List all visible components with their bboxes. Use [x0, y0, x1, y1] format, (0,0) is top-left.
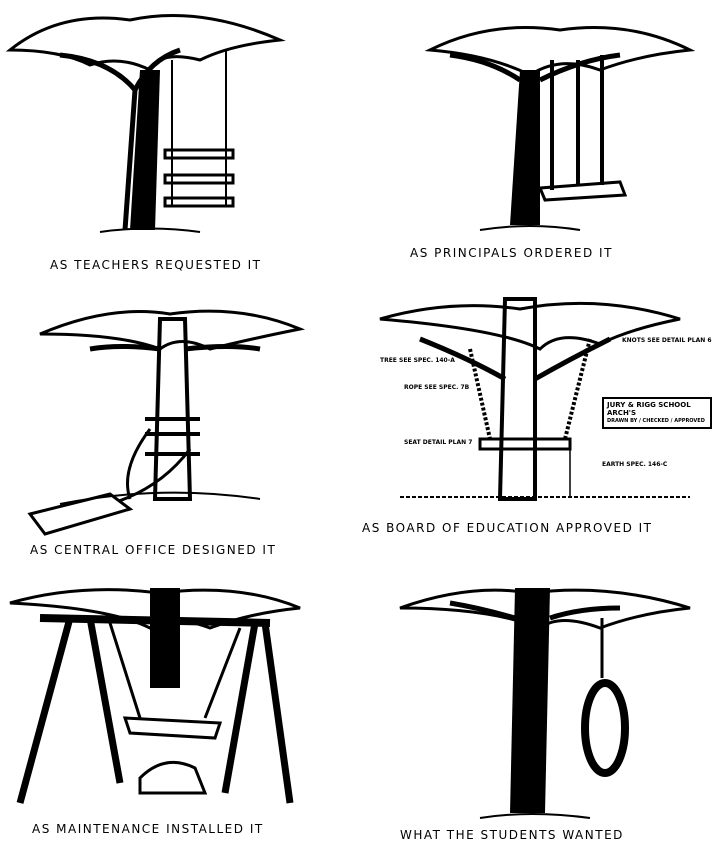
- panel-principals: AS PRINCIPALS ORDERED IT: [360, 0, 720, 289]
- label-tree: TREE SEE SPEC. 140-A: [380, 357, 455, 364]
- panel-board-of-education: TREE SEE SPEC. 140-A ROPE SEE SPEC. 7B K…: [360, 289, 720, 578]
- tree-swing-drawing-teachers: [5, 14, 286, 233]
- label-rope: ROPE SEE SPEC. 7B: [404, 384, 470, 391]
- panel-students: WHAT THE STUDENTS WANTED: [360, 578, 720, 867]
- title-block: JURY & RIGG SCHOOL ARCH'S DRAWN BY / CHE…: [602, 397, 712, 429]
- title-block-firm: JURY & RIGG SCHOOL ARCH'S: [607, 401, 691, 417]
- caption: AS BOARD OF EDUCATION APPROVED IT: [362, 521, 653, 535]
- caption: AS TEACHERS REQUESTED IT: [50, 258, 262, 272]
- caption: AS PRINCIPALS ORDERED IT: [410, 246, 613, 260]
- label-seat: SEAT DETAIL PLAN 7: [404, 439, 473, 446]
- title-block-rows: DRAWN BY / CHECKED / APPROVED: [607, 418, 705, 424]
- caption: AS MAINTENANCE INSTALLED IT: [32, 822, 264, 836]
- panel-maintenance: AS MAINTENANCE INSTALLED IT: [0, 578, 360, 867]
- panel-central-office: AS CENTRAL OFFICE DESIGNED IT: [0, 289, 360, 578]
- tree-swing-drawing-students: [399, 588, 691, 819]
- caption: WHAT THE STUDENTS WANTED: [400, 828, 624, 842]
- label-knots: KNOTS SEE DETAIL PLAN 6: [622, 337, 712, 344]
- label-earth: EARTH SPEC. 146-C: [602, 461, 668, 468]
- caption: AS CENTRAL OFFICE DESIGNED IT: [30, 543, 277, 557]
- tree-swing-drawing-maintenance: [9, 588, 301, 804]
- panel-teachers: AS TEACHERS REQUESTED IT: [0, 0, 360, 289]
- tree-swing-drawing-board: [379, 297, 690, 501]
- tree-swing-drawing-principals: [424, 26, 696, 231]
- tree-swing-drawing-central-office: [27, 309, 306, 536]
